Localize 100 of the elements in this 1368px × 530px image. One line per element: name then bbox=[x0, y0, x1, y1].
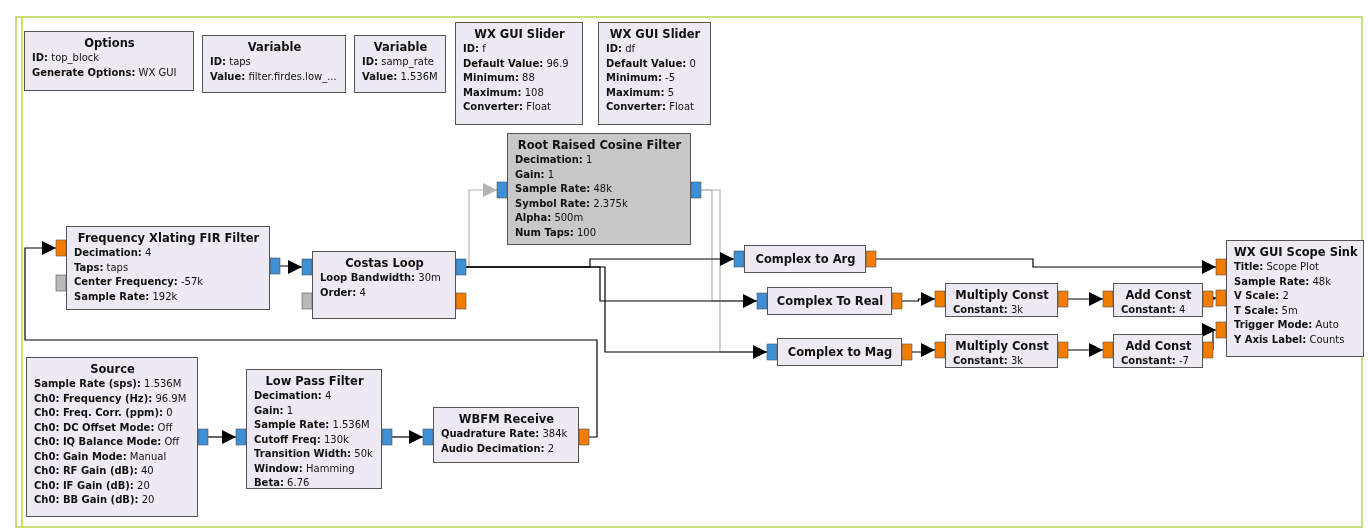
connector-arrow bbox=[911, 343, 936, 357]
parameter-text: Constant: -7 bbox=[1121, 354, 1190, 368]
block-title: Root Raised Cosine Filter bbox=[516, 137, 683, 153]
block-box bbox=[26, 357, 198, 517]
block-box bbox=[1113, 334, 1203, 368]
block-title: Complex To Real bbox=[776, 293, 884, 309]
block-title: Multiply Const bbox=[954, 338, 1050, 354]
parameter-text: Ch0: Frequency (Hz): 96.9M bbox=[34, 391, 188, 406]
parameter-text: Sample Rate: 192k bbox=[74, 289, 179, 304]
parameter-text: ID: taps bbox=[210, 55, 252, 69]
block-box bbox=[433, 407, 579, 463]
parameter-text: Taps: taps bbox=[74, 260, 130, 275]
parameter-text: Generate Options: WX GUI bbox=[32, 65, 178, 80]
parameter-text: Trigger Mode: Auto bbox=[1234, 318, 1340, 332]
parameter-text: Constant: 3k bbox=[953, 303, 1025, 317]
block-box bbox=[202, 35, 346, 93]
parameter-text: Converter: Float bbox=[606, 100, 695, 114]
parameter-text: Sample Rate: 48k bbox=[1234, 274, 1332, 289]
parameter-text: Order: 4 bbox=[320, 285, 367, 300]
connector-arrow bbox=[391, 430, 424, 444]
parameter-text: Sample Rate: 48k bbox=[515, 182, 613, 196]
parameter-text: Decimation: 4 bbox=[74, 246, 153, 260]
connector-arrow bbox=[901, 292, 936, 306]
parameter-text: Minimum: -5 bbox=[606, 71, 677, 85]
parameter-text: Loop Bandwidth: 30m bbox=[320, 271, 442, 285]
parameter-text: Converter: Float bbox=[463, 100, 552, 114]
block-title: Variable bbox=[372, 39, 429, 55]
parameter-text: Audio Decimation: 2 bbox=[441, 441, 556, 456]
block-title: Costas Loop bbox=[344, 255, 425, 271]
block-title: WBFM Receive bbox=[457, 411, 556, 427]
block-box bbox=[1113, 283, 1203, 317]
parameter-text: Default Value: 0 bbox=[606, 56, 697, 71]
parameter-text: Alpha: 500m bbox=[515, 211, 585, 225]
parameter-text: Center Frequency: -57k bbox=[74, 275, 205, 289]
block-title: Complex to Arg bbox=[755, 251, 856, 267]
block-box bbox=[246, 369, 382, 489]
block-title: Source bbox=[89, 361, 136, 377]
block-box bbox=[945, 334, 1058, 368]
connector-arrow bbox=[465, 183, 498, 268]
parameter-text: Ch0: Freq. Corr. (ppm): 0 bbox=[34, 406, 174, 420]
connector-arrow bbox=[207, 430, 237, 444]
parameter-text: Gain: 1 bbox=[515, 167, 556, 182]
block-title: Add Const bbox=[1124, 287, 1193, 303]
parameter-text: Sample Rate (sps): 1.536M bbox=[34, 377, 183, 391]
parameter-text: Sample Rate: 1.536M bbox=[254, 418, 371, 432]
parameter-text: Ch0: IF Gain (dB): 20 bbox=[34, 478, 151, 493]
parameter-text: Gain: 1 bbox=[254, 403, 295, 418]
parameter-text: Ch0: RF Gain (dB): 40 bbox=[34, 464, 155, 478]
parameter-text: Constant: 3k bbox=[953, 354, 1025, 368]
parameter-text: Quadrature Rate: 384k bbox=[441, 427, 569, 441]
parameter-text: ID: samp_rate bbox=[362, 55, 435, 70]
connector-arrow bbox=[279, 260, 303, 274]
parameter-text: Ch0: BB Gain (dB): 20 bbox=[34, 493, 156, 507]
parameter-text: Symbol Rate: 2.375k bbox=[515, 196, 629, 211]
block-title: Options bbox=[83, 35, 136, 51]
block-title: WX GUI Scope Sink bbox=[1234, 244, 1357, 260]
block-title: Low Pass Filter bbox=[264, 373, 365, 389]
parameter-text: Ch0: IQ Balance Mode: Off bbox=[34, 435, 181, 449]
block-title: Frequency Xlating FIR Filter bbox=[76, 230, 261, 246]
block-box bbox=[744, 245, 866, 273]
block-box bbox=[66, 226, 270, 310]
parameter-text: Constant: 4 bbox=[1121, 303, 1187, 317]
parameter-text: Decimation: 4 bbox=[254, 389, 333, 403]
parameter-text: Decimation: 1 bbox=[515, 153, 594, 167]
connector-arrow bbox=[1067, 343, 1104, 357]
block-title: Complex to Mag bbox=[787, 344, 893, 360]
parameter-text: ID: f bbox=[463, 42, 487, 56]
parameter-text: V Scale: 2 bbox=[1234, 289, 1290, 303]
block-title: WX GUI Slider bbox=[473, 26, 566, 42]
block-box bbox=[24, 31, 194, 91]
connector-arrow bbox=[24, 241, 598, 438]
parameter-text: Transition Width: 50k bbox=[254, 447, 374, 461]
parameter-text: Cutoff Freq: 130k bbox=[254, 432, 350, 447]
block-box bbox=[455, 22, 583, 125]
block-box bbox=[354, 35, 446, 93]
parameter-text: Window: Hamming bbox=[254, 461, 356, 476]
parameter-text: Title: Scope Plot bbox=[1234, 260, 1320, 274]
block-box bbox=[767, 287, 892, 315]
block-title: Multiply Const bbox=[954, 287, 1050, 303]
parameter-text: Ch0: Gain Mode: Manual bbox=[34, 449, 168, 464]
parameter-text: ID: df bbox=[606, 42, 637, 56]
parameter-text: Num Taps: 100 bbox=[515, 225, 598, 240]
block-box bbox=[777, 338, 902, 366]
block-box bbox=[945, 283, 1058, 317]
connector-arrow bbox=[1067, 292, 1104, 306]
connector-arrow bbox=[875, 258, 1217, 274]
block-box bbox=[507, 133, 691, 245]
parameter-text: Maximum: 5 bbox=[606, 85, 676, 100]
parameter-text: Default Value: 96.9 bbox=[463, 56, 570, 71]
parameter-text: T Scale: 5m bbox=[1234, 303, 1299, 318]
parameter-text: Maximum: 108 bbox=[463, 85, 545, 100]
parameter-text: Y Axis Label: Counts bbox=[1234, 332, 1346, 347]
parameter-text: Minimum: 88 bbox=[463, 71, 536, 85]
block-box bbox=[312, 251, 456, 319]
parameter-text: ID: top_block bbox=[32, 51, 101, 66]
parameter-text: Value: 1.536M bbox=[362, 69, 439, 84]
block-title: Variable bbox=[246, 39, 303, 55]
block-title: Add Const bbox=[1124, 338, 1193, 354]
parameter-text: Ch0: DC Offset Mode: Off bbox=[34, 420, 174, 435]
block-title: WX GUI Slider bbox=[608, 26, 702, 42]
